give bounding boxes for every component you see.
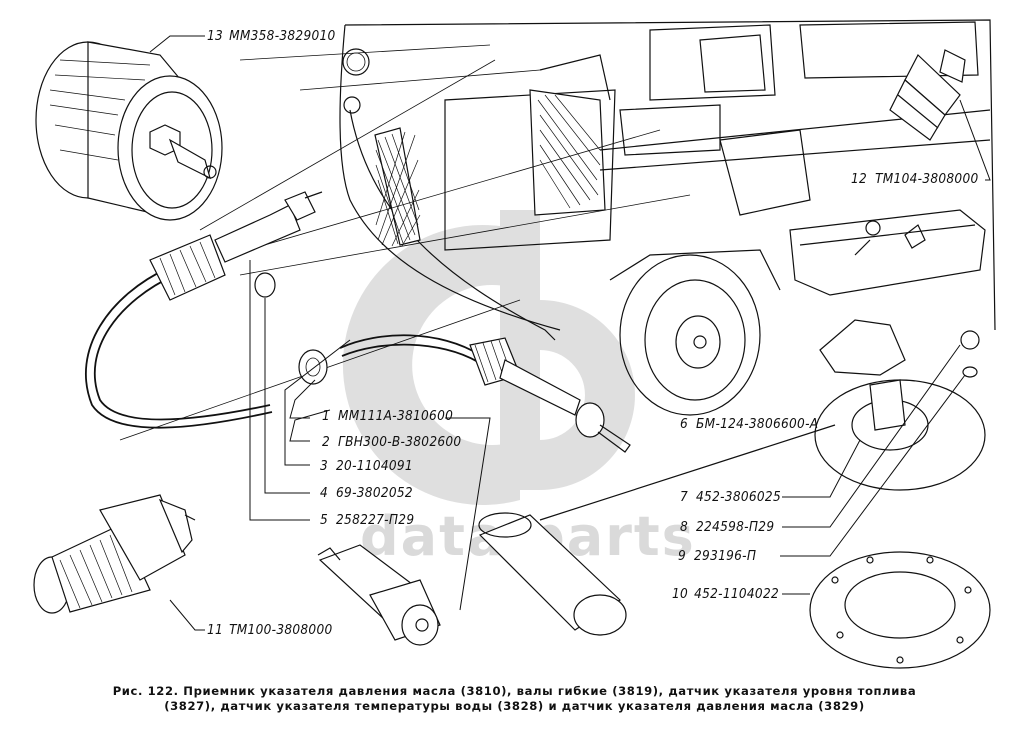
leader-lines (149, 35, 991, 631)
part-13-oil-pressure-sensor-drawing (35, 41, 223, 221)
part-11-temperature-sensor-drawing (33, 494, 196, 614)
flexible-shaft-upper-drawing (85, 191, 323, 429)
figure-caption-line-2: (3827), датчик указателя температуры вод… (164, 699, 865, 713)
flexible-shaft-center-drawing (298, 334, 631, 453)
vehicle-body-drawing (119, 19, 996, 441)
part-6-fuel-level-sensor-drawing (478, 319, 991, 669)
oil-pressure-sensor-bottom-drawing (317, 544, 441, 646)
part-12-temperature-sensor-drawing (889, 49, 966, 141)
gasket-holes (831, 556, 972, 664)
figure-caption-line-1: Рис. 122. Приемник указателя давления ма… (112, 684, 917, 698)
